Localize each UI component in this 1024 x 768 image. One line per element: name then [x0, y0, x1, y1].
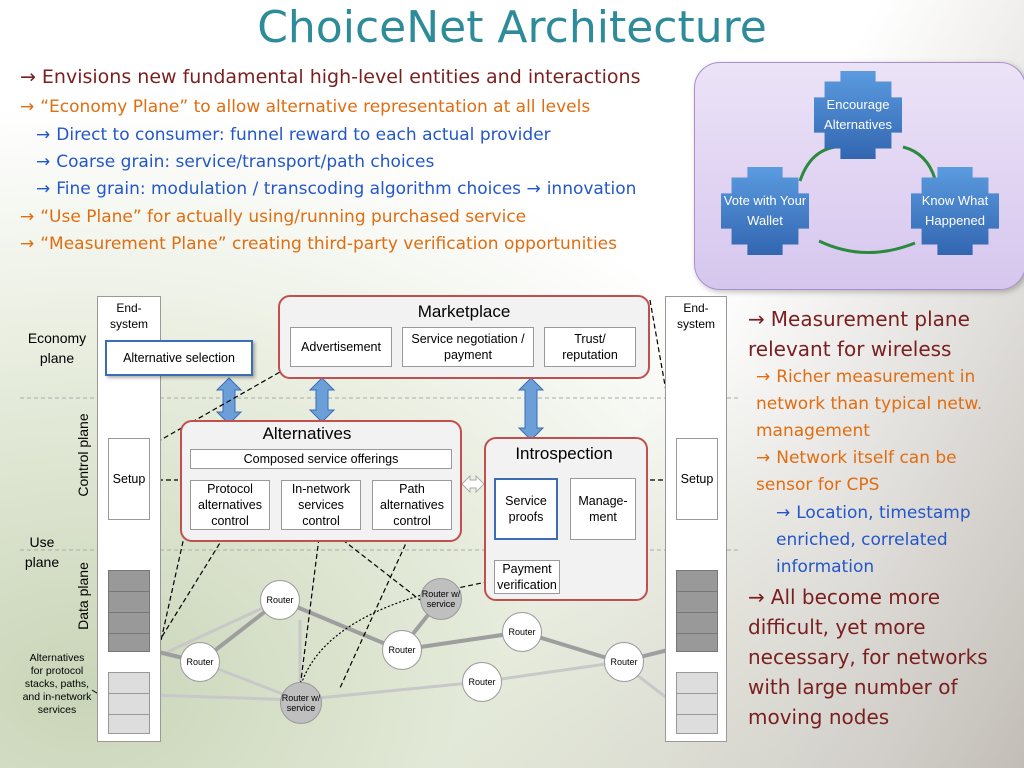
bullet-item: →Fine grain: modulation / transcoding al…	[36, 179, 637, 199]
arrow-icon: →	[20, 66, 36, 88]
arrow-icon: →	[20, 97, 35, 117]
left-setup-box: Setup	[108, 438, 150, 520]
router-node: Router	[604, 642, 644, 682]
management-box: Manage-ment	[570, 478, 636, 540]
right-bullet-item: →Location, timestamp enriched, correlate…	[776, 503, 971, 577]
cycle-node-know: Know What Happened	[911, 167, 999, 255]
service-proofs-box: Service proofs	[494, 478, 558, 540]
right-bullet-item: →Measurement plane relevant for wireless	[748, 307, 970, 361]
alternatives-title: Alternatives	[262, 424, 352, 443]
arrow-icon: →	[20, 207, 35, 227]
cycle-diagram: Encourage Alternatives Vote with Your Wa…	[694, 62, 1024, 290]
payment-verification-box: Payment verification	[494, 560, 560, 594]
cycle-node-vote: Vote with Your Wallet	[721, 167, 809, 255]
arrow-icon: →	[756, 367, 771, 387]
right-protocol-stack-used	[676, 570, 718, 652]
right-setup-box: Setup	[676, 438, 718, 520]
trust-reputation-box: Trust/ reputation	[544, 327, 636, 367]
arrow-icon: →	[36, 125, 51, 145]
bullet-item: →Envisions new fundamental high-level en…	[20, 66, 641, 88]
marketplace-title: Marketplace	[417, 302, 511, 321]
right-bullet-item: →Richer measurement in network than typi…	[756, 367, 983, 441]
path-alternatives-box: Path alternatives control	[372, 480, 452, 530]
bullet-item: →“Economy Plane” to allow alternative re…	[20, 97, 591, 117]
right-bullet-item: →Network itself can be sensor for CPS	[756, 448, 957, 495]
control-plane-label: Control plane	[75, 413, 91, 497]
advertisement-box: Advertisement	[290, 327, 392, 367]
router-with-service-node: Router w/ service	[420, 578, 462, 620]
router-node: Router	[462, 662, 502, 702]
router-node: Router	[180, 642, 220, 682]
left-protocol-stack-alt	[108, 672, 150, 734]
slide-title: ChoiceNet Architecture	[257, 2, 767, 53]
arrow-icon: →	[748, 585, 765, 609]
bullet-item: →Direct to consumer: funnel reward to ea…	[36, 125, 551, 145]
arrow-icon: →	[36, 179, 51, 199]
introspection-title: Introspection	[515, 444, 613, 463]
alternative-selection-box: Alternative selection	[105, 340, 253, 376]
bullet-item: →Coarse grain: service/transport/path ch…	[36, 152, 435, 172]
cycle-node-encourage: Encourage Alternatives	[814, 71, 902, 159]
router-with-service-node: Router w/ service	[280, 682, 322, 724]
use-plane-label: Use plane	[24, 534, 60, 570]
composed-services-box: Composed service offerings	[190, 449, 452, 469]
service-negotiation-box: Service negotiation / payment	[402, 327, 534, 367]
bullet-item: →“Measurement Plane” creating third-part…	[20, 234, 617, 254]
arrow-icon: →	[756, 448, 771, 468]
arrow-icon: →	[20, 234, 35, 254]
right-end-system-label: End-system	[676, 301, 715, 331]
arrow-icon: →	[776, 503, 791, 523]
bullet-item: →“Use Plane” for actually using/running …	[20, 207, 527, 227]
router-node: Router	[502, 612, 542, 652]
router-node: Router	[382, 630, 422, 670]
left-end-system-label: End-system	[109, 301, 148, 331]
right-bullet-item: →All become more difficult, yet more nec…	[748, 585, 988, 729]
arrow-icon: →	[36, 152, 51, 172]
in-network-services-box: In-network services control	[281, 480, 361, 530]
protocol-alternatives-box: Protocol alternatives control	[190, 480, 270, 530]
data-plane-label: Data plane	[75, 562, 91, 630]
router-node: Router	[260, 580, 300, 620]
economy-plane-label: Economy plane	[27, 330, 87, 366]
alternatives-note: Alternatives for protocol stacks, paths,…	[22, 652, 92, 716]
right-protocol-stack-alt	[676, 672, 718, 734]
arrow-icon: →	[526, 179, 541, 199]
left-protocol-stack-used	[108, 570, 150, 652]
arrow-icon: →	[748, 307, 765, 331]
